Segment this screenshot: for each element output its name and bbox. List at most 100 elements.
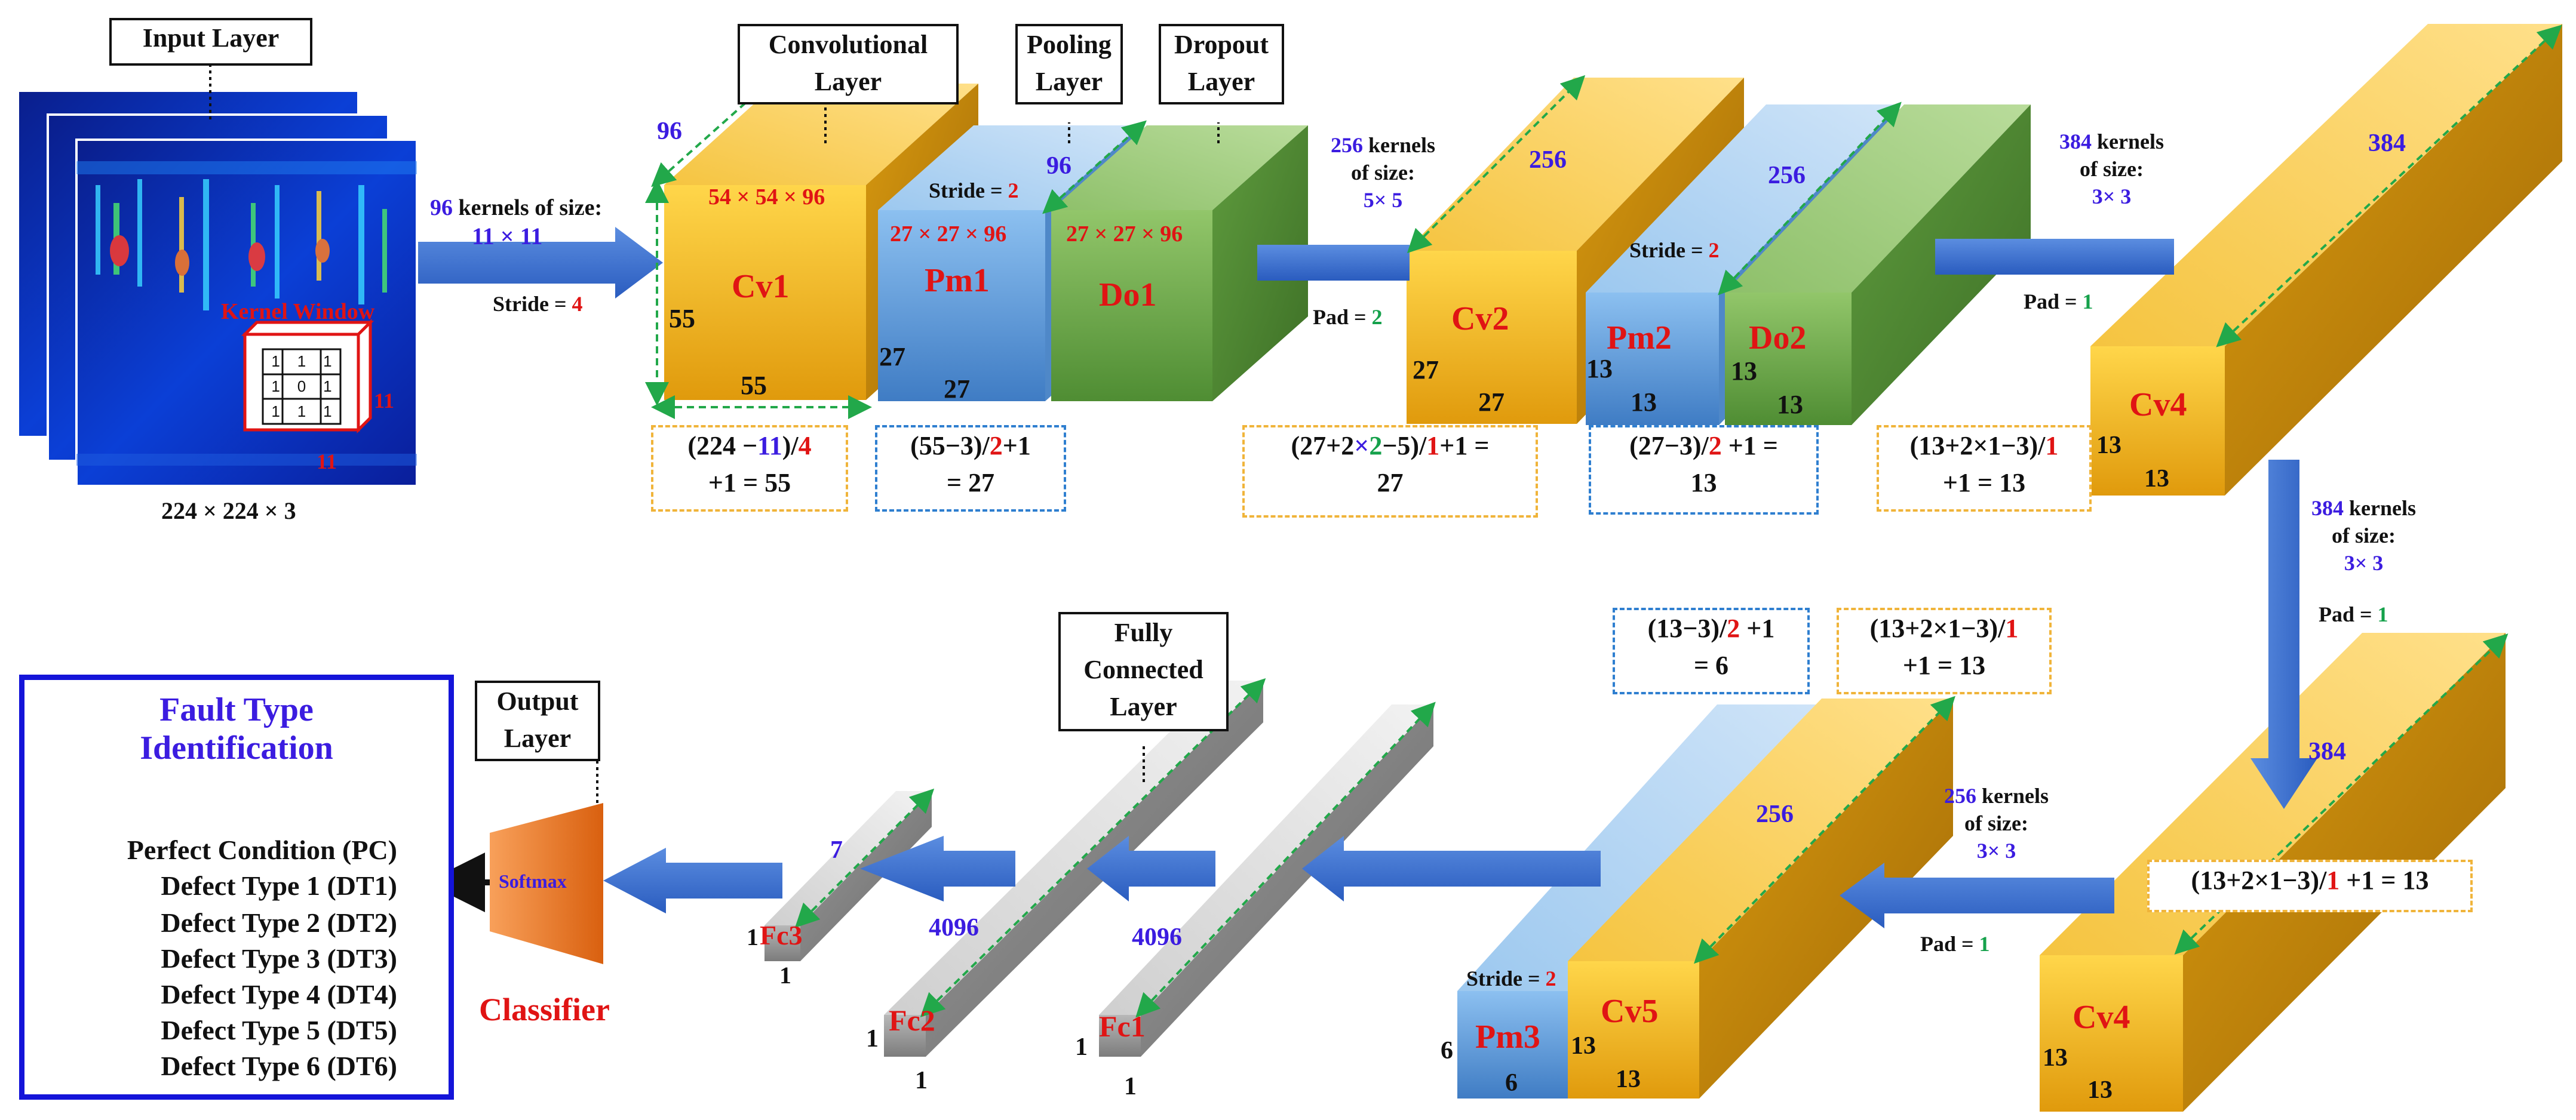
t2-pad: Pad = 2 (1313, 305, 1383, 329)
fault-item-dt3: Defect Type 3 (DT3) (161, 943, 397, 974)
cv4-top-depth: 384 (2368, 130, 2406, 157)
t2-kernels-label: 256 kernels of size: 5× 5 (1331, 133, 1435, 212)
fault-item-dt2: Defect Type 2 (DT2) (161, 907, 397, 938)
t1-stride: Stride = 4 (493, 292, 583, 316)
cv1-size: 54 × 54 × 96 (708, 184, 825, 210)
cv5-width: 13 (1616, 1066, 1641, 1093)
fault-item-dt5: Defect Type 5 (DT5) (161, 1015, 397, 1045)
kernel-cell: 1 (271, 352, 280, 371)
arrow-do1-to-cv2 (1257, 245, 1410, 281)
fc2-depth: 4096 (929, 914, 979, 941)
cv1-depth: 96 (657, 118, 682, 145)
input-layer-label: Input Layer (109, 18, 312, 66)
formula-cv1: (224 −11)/4 +1 = 55 (651, 425, 848, 512)
label-pointers (209, 66, 1220, 803)
formula-cv2: (27+2×2−5)/1+1 = 27 (1242, 425, 1538, 518)
kernel-cell: 1 (271, 402, 280, 420)
softmax-label: Softmax (499, 870, 567, 892)
formula-cv4-top: (13+2×1−3)/1 +1 = 13 (1877, 425, 2092, 512)
t4-pad: Pad = 1 (2319, 602, 2388, 626)
cv4-bottom-name: Cv4 (2073, 999, 2130, 1036)
formula-pm3: (13−3)/2 +1 = 6 (1613, 608, 1810, 694)
do2-height: 13 (1731, 356, 1757, 386)
formula-cv5: (13+2×1−3)/1 +1 = 13 (1837, 608, 2052, 694)
pm2-width: 13 (1631, 387, 1657, 417)
do2-width: 13 (1777, 390, 1803, 419)
input-size-label: 224 × 224 × 3 (161, 497, 296, 524)
fc-layer-label: Fully Connected Layer (1058, 612, 1229, 731)
kernel-cell: 1 (323, 402, 332, 420)
cv4-top-height: 13 (2096, 432, 2121, 459)
classifier-label: Classifier (479, 992, 610, 1027)
t3-pad: Pad = 1 (2024, 290, 2093, 313)
cv2-width: 27 (1478, 387, 1505, 417)
input-spectrogram-stack (17, 90, 418, 487)
cv4-top-width: 13 (2144, 465, 2169, 493)
pm3-name: Pm3 (1475, 1019, 1540, 1056)
fc1-height: 1 (1075, 1033, 1088, 1061)
pm3-stride: Stride = 2 (1466, 967, 1556, 990)
kernel-window-label: Kernel Window (221, 299, 375, 324)
fc1-width: 1 (1124, 1073, 1137, 1100)
cv1-height: 55 (669, 304, 695, 333)
t5-pad: Pad = 1 (1920, 932, 1990, 956)
arrow-fc3-to-softmax (603, 848, 782, 913)
fc3-height: 1 (747, 924, 759, 950)
fc3-depth: 7 (830, 836, 843, 864)
pm1-size: 27 × 27 × 96 (890, 221, 1007, 247)
formula-pm1: (55−3)/2+1 = 27 (875, 425, 1066, 512)
pm1-width: 27 (944, 374, 970, 404)
kernel-cell: 1 (271, 377, 280, 395)
cv4-bottom-height: 13 (2043, 1044, 2068, 1072)
output-layer-label: Output Layer (475, 681, 600, 761)
formula-cv4-bottom: (13+2×1−3)/1 +1 = 13 (2147, 860, 2473, 912)
fault-item-dt4: Defect Type 4 (DT4) (161, 979, 397, 1010)
kernel-window-cube (241, 318, 374, 434)
fault-type-panel: Fault Type Identification Perfect Condit… (19, 675, 454, 1100)
pooling-layer-label: Pooling Layer (1015, 24, 1123, 104)
fc2-name: Fc2 (889, 1004, 935, 1037)
kernel-cell: 1 (297, 352, 306, 371)
cv1-name: Cv1 (732, 268, 790, 305)
cv2-name: Cv2 (1451, 300, 1509, 337)
t1-kernels-label: 96 kernels of size: (430, 195, 603, 220)
kernel-cell: 1 (323, 377, 332, 395)
pm2-height: 13 (1586, 354, 1613, 383)
fault-item-dt1: Defect Type 1 (DT1) (161, 870, 397, 901)
kernel-grid: 1 1 1 1 0 1 1 1 1 (263, 349, 340, 424)
arrow-do2-to-cv4 (1935, 239, 2174, 275)
dimension-arrows (645, 24, 2562, 1018)
t3-kernels-label: 384 kernels of size: 3× 3 (2059, 130, 2164, 208)
t4-kernels-label: 384 kernels of size: 3× 3 (2311, 496, 2416, 575)
kernel-cell: 1 (297, 402, 306, 420)
fault-title-line2: Identification (140, 730, 333, 767)
do1-size: 27 × 27 × 96 (1066, 221, 1183, 247)
pm2-depth: 256 (1768, 162, 1806, 189)
kernel-dim-width: 11 (317, 450, 337, 473)
pm2-stride: Stride = 2 (1629, 238, 1720, 262)
cv5-height: 13 (1571, 1032, 1596, 1060)
fault-item-dt6: Defect Type 6 (DT6) (161, 1051, 397, 1081)
cv4-bottom-depth: 384 (2308, 738, 2346, 765)
arrow-input-to-cv1 (418, 227, 663, 299)
fc2-height: 1 (866, 1025, 879, 1053)
dropout-layer-label: Dropout Layer (1159, 24, 1284, 104)
fault-title-line1: Fault Type (159, 691, 314, 728)
cv4-bottom-width: 13 (2087, 1076, 2113, 1104)
fc1-name: Fc1 (1099, 1010, 1146, 1043)
cv2-height: 27 (1413, 355, 1439, 384)
cv1-width: 55 (741, 371, 767, 400)
kernel-dim-height: 11 (374, 389, 395, 413)
arrow-cv4b-to-cv5 (1840, 863, 2114, 928)
pm1-name: Pm1 (925, 262, 990, 299)
pm1-stride: Stride = 2 (929, 179, 1019, 202)
t1-kernel-size: 11 × 11 (472, 223, 543, 250)
pm3-height: 6 (1441, 1037, 1453, 1064)
pm3-width: 6 (1505, 1069, 1518, 1097)
cv4-top-name: Cv4 (2129, 386, 2187, 423)
fc3-name: Fc3 (760, 920, 803, 950)
fc3-width: 1 (779, 962, 791, 989)
do2-name: Do2 (1749, 319, 1807, 356)
